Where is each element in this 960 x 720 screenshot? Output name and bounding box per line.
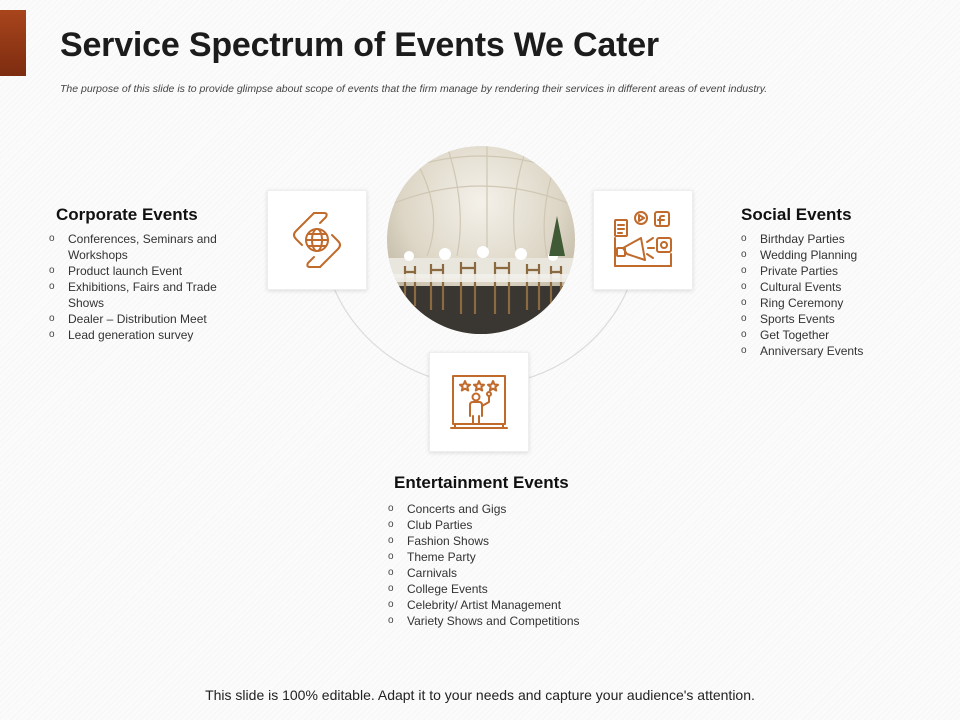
entertainment-events-list: Concerts and Gigs Club Parties Fashion S…: [388, 501, 648, 629]
list-item: Sports Events: [741, 311, 921, 327]
list-item: Exhibitions, Fairs and Trade Shows: [49, 279, 231, 311]
event-venue-photo: [387, 146, 575, 334]
list-item: Private Parties: [741, 263, 921, 279]
list-item: Variety Shows and Competitions: [388, 613, 648, 629]
list-item: Theme Party: [388, 549, 648, 565]
slide-footer: This slide is 100% editable. Adapt it to…: [205, 687, 755, 703]
list-item: Carnivals: [388, 565, 648, 581]
list-item: Dealer – Distribution Meet: [49, 311, 231, 327]
list-item: Anniversary Events: [741, 343, 921, 359]
corporate-events-heading: Corporate Events: [56, 205, 198, 224]
list-item: Fashion Shows: [388, 533, 648, 549]
list-item: Lead generation survey: [49, 327, 231, 343]
list-item: Ring Ceremony: [741, 295, 921, 311]
list-item: Club Parties: [388, 517, 648, 533]
list-item: Cultural Events: [741, 279, 921, 295]
list-item: Celebrity/ Artist Management: [388, 597, 648, 613]
entertainment-events-heading: Entertainment Events: [394, 473, 569, 492]
slide-title: Service Spectrum of Events We Cater: [60, 26, 659, 64]
list-item: College Events: [388, 581, 648, 597]
social-icon-box: [593, 190, 693, 290]
list-item: Birthday Parties: [741, 231, 921, 247]
list-item: Get Together: [741, 327, 921, 343]
list-item: Concerts and Gigs: [388, 501, 648, 517]
entertainment-icon-box: [429, 352, 529, 452]
list-item: Conferences, Seminars and Workshops: [49, 231, 231, 263]
hands-globe-icon: [293, 212, 341, 268]
social-events-heading: Social Events: [741, 205, 852, 224]
list-item: Wedding Planning: [741, 247, 921, 263]
corporate-events-list: Conferences, Seminars and Workshops Prod…: [49, 231, 231, 343]
slide-subtitle: The purpose of this slide is to provide …: [60, 83, 768, 95]
corporate-icon-box: [267, 190, 367, 290]
list-item: Product launch Event: [49, 263, 231, 279]
accent-bar: [0, 10, 26, 76]
social-media-megaphone-icon: [614, 211, 672, 267]
performer-stage-icon: [450, 375, 508, 429]
social-events-list: Birthday Parties Wedding Planning Privat…: [741, 231, 921, 359]
